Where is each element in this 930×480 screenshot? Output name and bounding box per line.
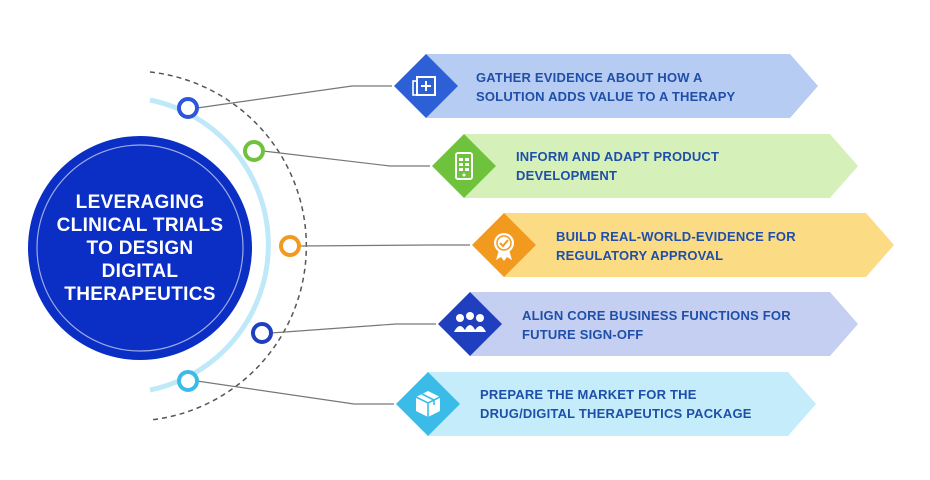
banner-text-1: GATHER EVIDENCE ABOUT HOW A SOLUTION ADD… — [476, 70, 736, 104]
team-icon — [454, 312, 486, 332]
banner-2 — [464, 134, 858, 198]
node-ring-3 — [279, 235, 301, 257]
icon-diamond-2 — [432, 134, 496, 198]
center-circle-outer — [28, 136, 252, 360]
banner-text-3: BUILD REAL-WORLD-EVIDENCE FOR REGULATORY… — [556, 229, 796, 263]
connector-line-3 — [298, 244, 470, 247]
banner-4 — [470, 292, 858, 356]
connector-line-4 — [270, 323, 436, 334]
banner-3 — [504, 213, 894, 277]
banner-5 — [428, 372, 816, 436]
light-blue-inner-arc — [149, 97, 271, 393]
banner-text-5: PREPARE THE MARKET FOR THE DRUG/DIGITAL … — [480, 387, 752, 421]
node-ring-2 — [243, 140, 265, 162]
award-badge-icon — [494, 233, 514, 261]
icon-diamond-4 — [438, 292, 502, 356]
medical-kit-icon — [412, 76, 436, 96]
smartphone-icon — [455, 152, 473, 180]
node-ring-1 — [177, 97, 199, 119]
banner-1 — [426, 54, 818, 118]
center-title-text: LEVERAGING CLINICAL TRIALS TO DESIGN DIG… — [56, 191, 224, 305]
connector-line-1 — [196, 85, 392, 109]
banner-text-2: INFORM AND ADAPT PRODUCT DEVELOPMENT — [516, 149, 720, 183]
package-box-icon — [415, 391, 441, 417]
center-circle-ring — [36, 144, 244, 352]
node-ring-5 — [177, 370, 199, 392]
center-title: LEVERAGING CLINICAL TRIALS TO DESIGN DIG… — [40, 148, 240, 348]
node-ring-4 — [251, 322, 273, 344]
connector-line-2 — [262, 150, 430, 167]
banner-text-4: ALIGN CORE BUSINESS FUNCTIONS FOR FUTURE… — [522, 308, 791, 342]
connector-line-5 — [196, 380, 394, 405]
